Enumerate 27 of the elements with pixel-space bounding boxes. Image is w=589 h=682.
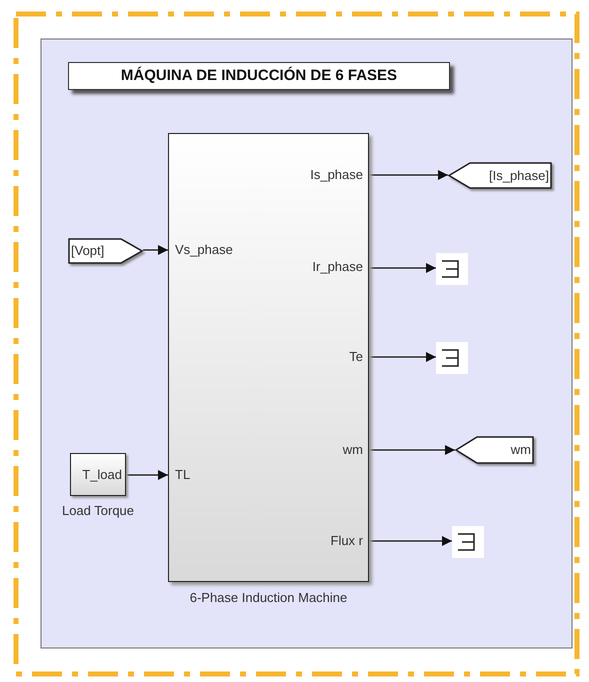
port-label: Flux r [330, 533, 363, 549]
terminator-block [452, 526, 484, 558]
signal-line [369, 445, 455, 455]
port-label: wm [342, 442, 363, 458]
constant-block [70, 453, 126, 496]
signal-line [369, 263, 436, 273]
terminator-block [436, 253, 468, 285]
tag-label: wm [510, 442, 531, 458]
port-label: Ir_phase [312, 259, 363, 275]
terminator-block [436, 342, 468, 374]
tag-label: [Is_phase] [489, 168, 549, 184]
goto-tag-block [448, 162, 552, 189]
title-annotation: MÁQUINA DE INDUCCIÓN DE 6 FASES [68, 62, 450, 90]
subsystem-block [168, 133, 369, 582]
signal-line [369, 536, 452, 546]
port-label: Vs_phase [175, 242, 233, 258]
signal-line [126, 470, 168, 480]
tag-label: [Vopt] [71, 243, 104, 259]
block-caption: Load Torque [60, 503, 136, 519]
signal-line [369, 170, 448, 180]
block-label: T_load [82, 466, 122, 482]
port-label: Is_phase [310, 167, 363, 183]
block-caption: 6-Phase Induction Machine [188, 590, 348, 606]
signal-line [369, 352, 436, 362]
port-label: TL [175, 467, 190, 483]
port-label: Te [349, 349, 363, 365]
signal-line [143, 245, 168, 255]
